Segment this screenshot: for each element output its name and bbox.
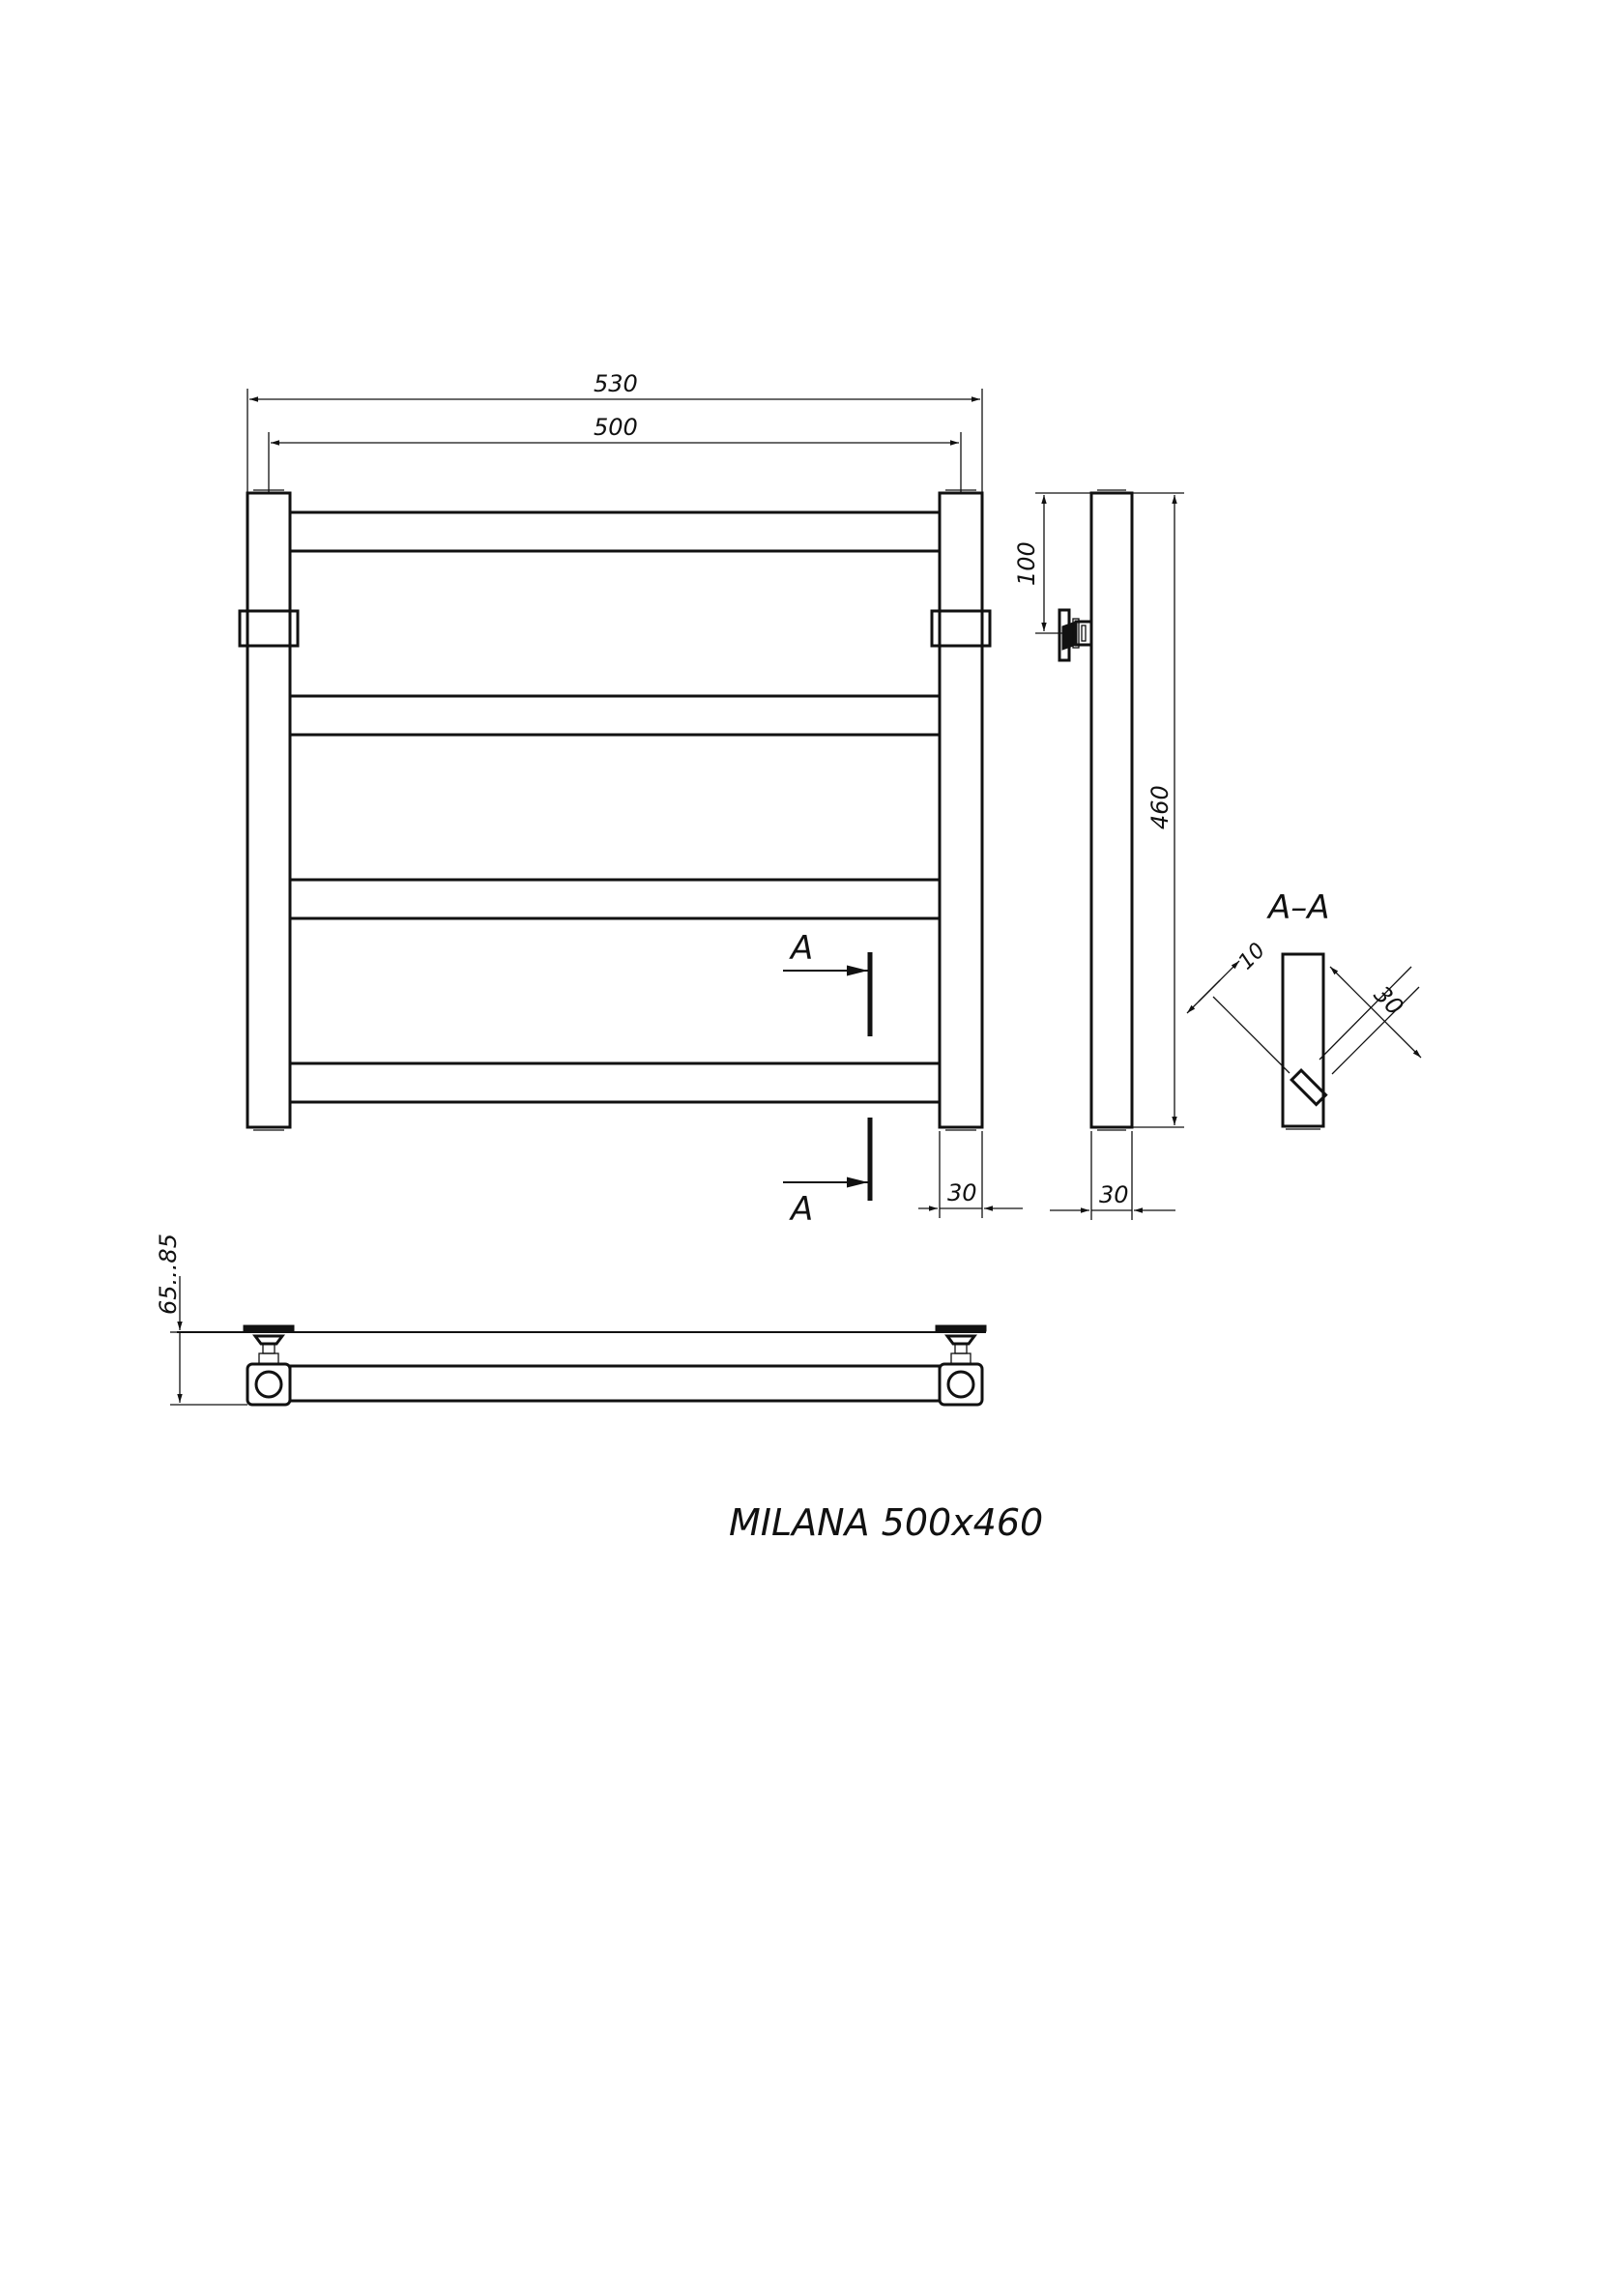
section-dimension-10-label: 10 — [1234, 939, 1270, 974]
dimension-100-label: 100 — [1013, 541, 1040, 586]
right-post — [938, 491, 984, 1129]
dimension-side-depth: 30 — [1050, 1131, 1175, 1220]
section-title: A–A — [1266, 888, 1330, 927]
dimension-wall-distance: 65...85 — [155, 1234, 247, 1406]
side-view — [1058, 489, 1134, 1131]
left-valve-boss — [238, 609, 300, 648]
section-marker-top: A — [789, 929, 813, 968]
crossbar-3 — [288, 878, 942, 920]
dimension-530-label: 530 — [594, 370, 638, 397]
drawing-caption: MILANA 500x460 — [729, 1501, 1043, 1544]
dimension-30-front-label: 30 — [947, 1179, 977, 1206]
top-left-end — [246, 1362, 292, 1407]
dimension-30-side-label: 30 — [1099, 1181, 1129, 1208]
section-marker-bottom: A — [789, 1190, 813, 1229]
dimension-rail-width: 500 — [268, 414, 962, 493]
crossbar-1 — [288, 510, 942, 553]
top-view — [177, 1324, 987, 1407]
dimension-front-depth: 30 — [918, 1131, 1023, 1218]
section-profile — [1281, 952, 1325, 1128]
side-valve — [1058, 608, 1093, 662]
dimension-valve-height: 100 — [1013, 492, 1091, 634]
top-rail — [288, 1364, 942, 1403]
right-valve-boss — [930, 609, 992, 648]
crossbar-4 — [288, 1061, 942, 1104]
section-view: A–A 10 30 — [1186, 888, 1422, 1130]
dimension-height: 460 — [1132, 492, 1184, 1128]
section-dimension-30-label: 30 — [1369, 980, 1408, 1020]
side-post — [1089, 491, 1134, 1129]
front-view: A A — [238, 489, 992, 1229]
top-right-end — [938, 1362, 984, 1407]
dimension-500-label: 500 — [594, 414, 638, 441]
top-left-mount — [243, 1324, 295, 1365]
dimension-overall-width: 530 — [246, 370, 983, 493]
dimension-460-label: 460 — [1146, 785, 1174, 829]
top-right-mount — [935, 1324, 987, 1365]
dimension-65-85-label: 65...85 — [155, 1234, 182, 1315]
left-post — [246, 491, 292, 1129]
crossbar-2 — [288, 694, 942, 737]
